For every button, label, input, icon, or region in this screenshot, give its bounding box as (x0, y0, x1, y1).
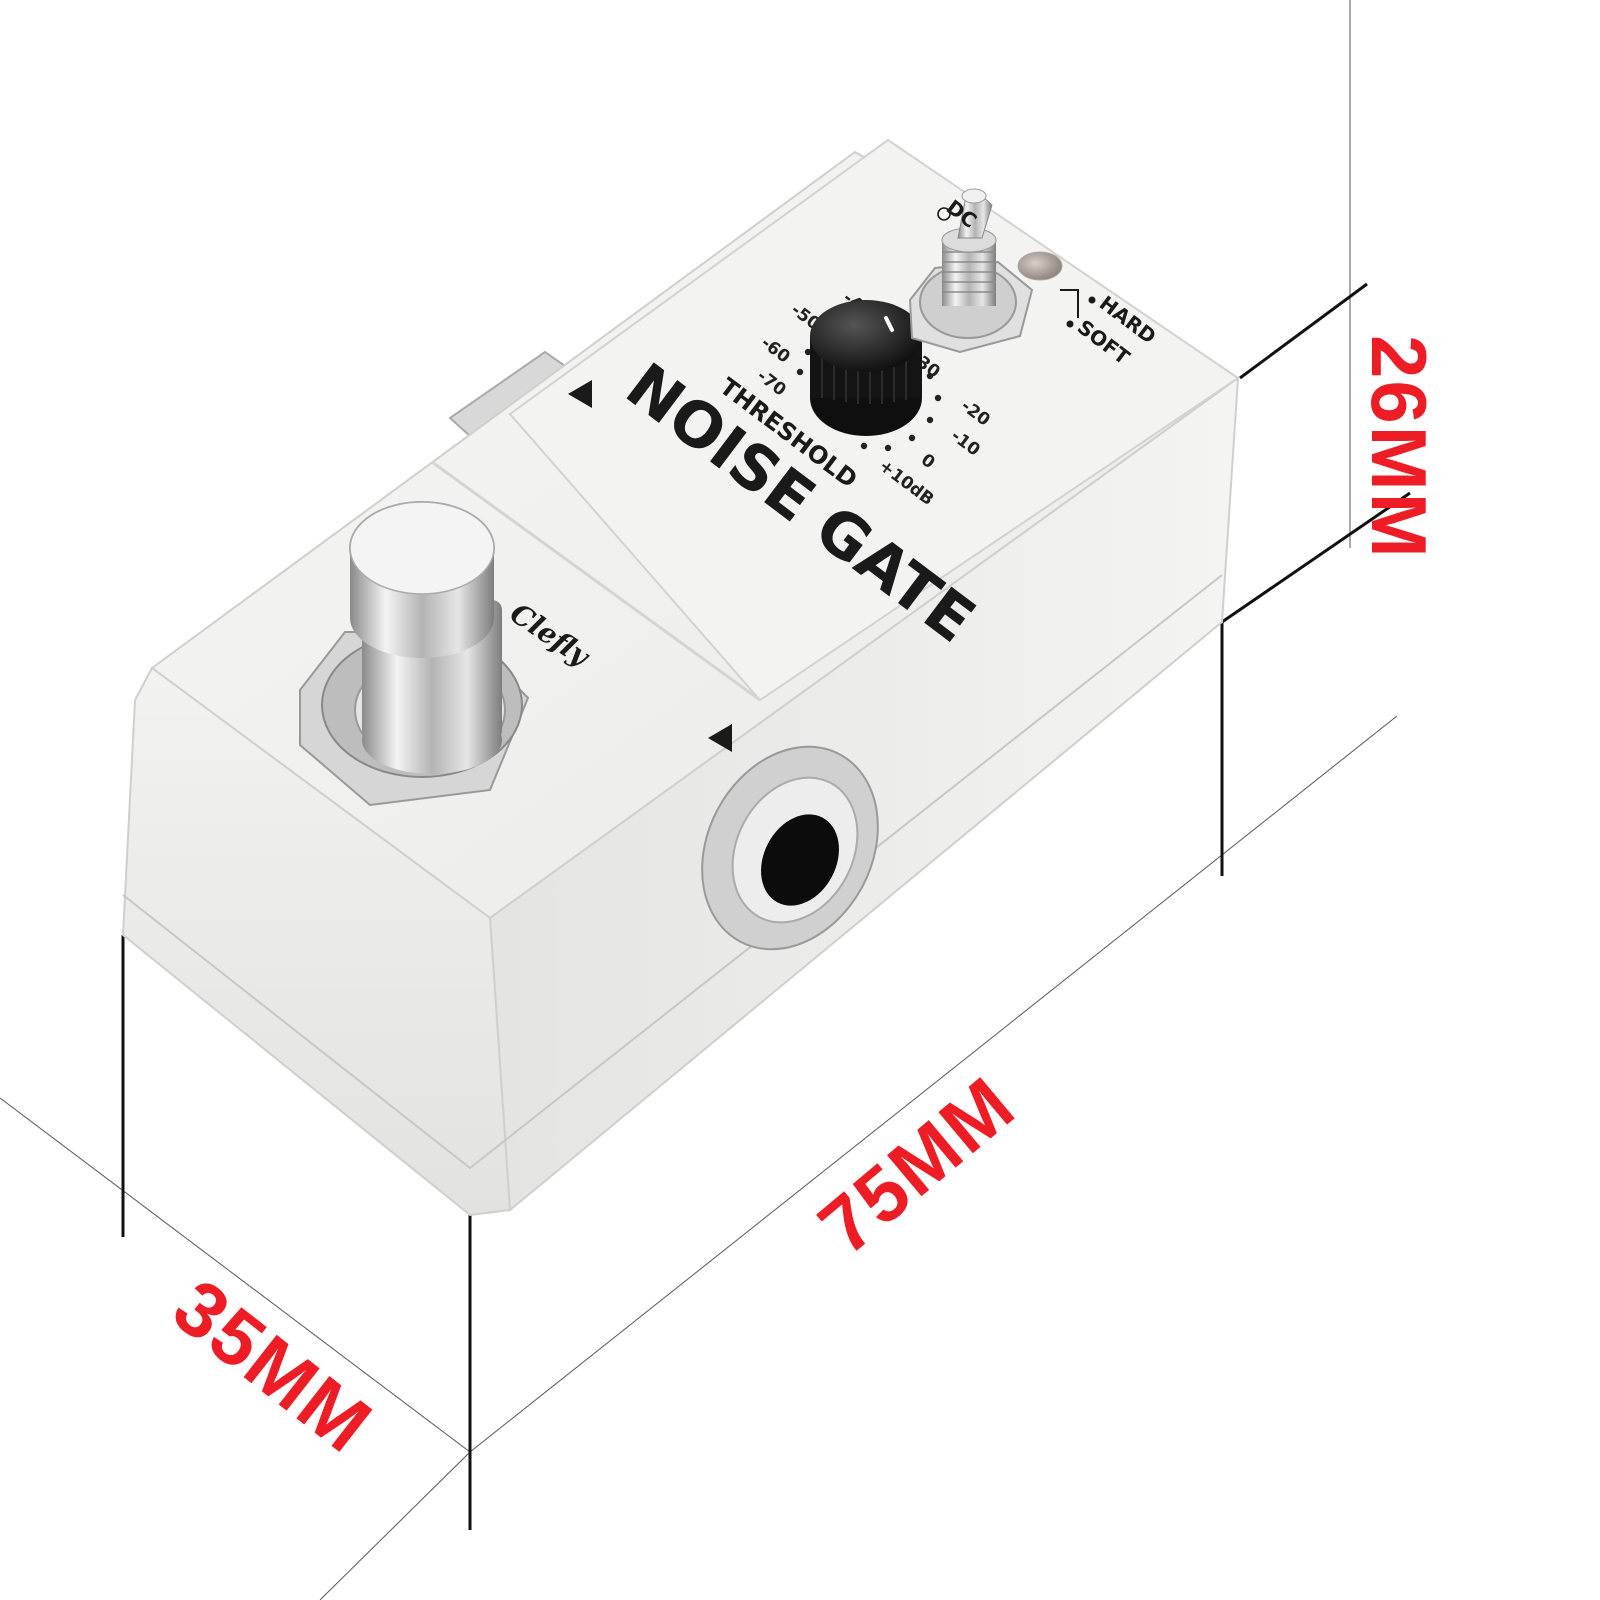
status-led (1017, 251, 1063, 281)
output-jack[interactable] (668, 716, 912, 980)
pedal-body (121, 138, 1240, 1217)
dimension-lines (121, 282, 1411, 1530)
knob-indicator (884, 316, 894, 332)
mode-toggle-switch[interactable] (908, 188, 1034, 354)
threshold-knob[interactable] (810, 300, 922, 436)
input-arrow-icon (568, 380, 592, 408)
guide-lines (0, 0, 1398, 1600)
toggle-lever (957, 193, 993, 239)
height-dimension-label: 26MM (1355, 335, 1443, 560)
footswitch[interactable] (299, 501, 530, 807)
width-dimension-label: 35MM (158, 1262, 389, 1470)
output-arrow-icon (708, 724, 732, 752)
front-face (121, 666, 512, 1217)
power-symbol-icon (937, 207, 951, 221)
length-dimension-label: 75MM (802, 1059, 1031, 1271)
